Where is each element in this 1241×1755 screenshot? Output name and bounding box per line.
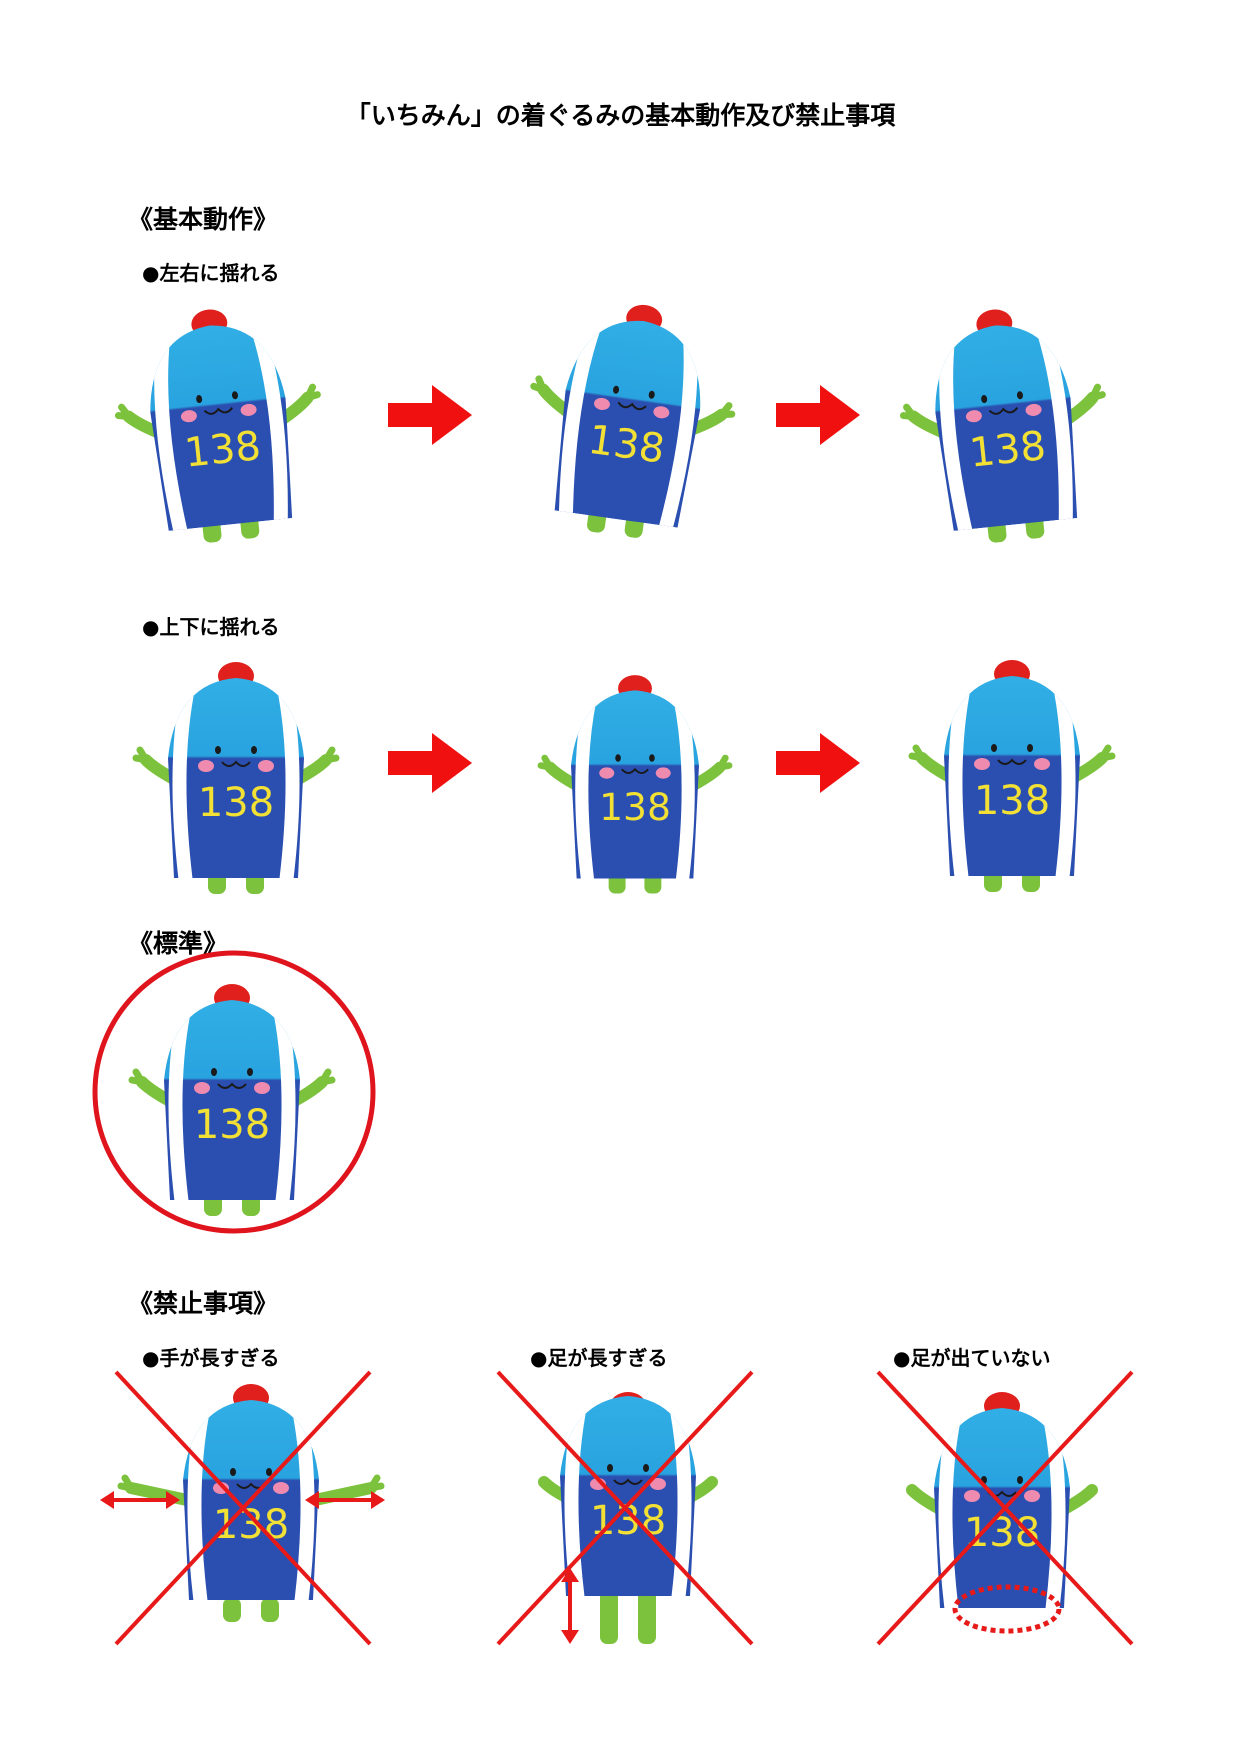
arrow-right-icon — [776, 385, 860, 445]
mascot-sway-right — [530, 290, 730, 545]
mascot-crouching — [535, 662, 735, 902]
prohibited-label-legs-not-showing: ●足が出ていない — [893, 1346, 1051, 1370]
double-arrow-vertical-icon — [561, 1568, 579, 1644]
prohibited-cross-icon — [876, 1370, 1134, 1646]
mascot-standing — [136, 648, 336, 903]
dotted-highlight-ellipse — [952, 1584, 1062, 1634]
mascot-sway-left-return — [905, 295, 1105, 550]
prohibited-cross-icon — [496, 1370, 754, 1646]
prohibited-cross-icon — [114, 1370, 372, 1646]
prohibited-label-arms-too-long: ●手が長すぎる — [142, 1346, 280, 1370]
mascot-standing-return — [912, 646, 1112, 901]
arrow-right-icon — [388, 733, 472, 793]
prohibited-label-legs-too-long: ●足が長すぎる — [530, 1346, 668, 1370]
arrow-right-icon — [388, 385, 472, 445]
section-heading-prohibited: 《禁止事項》 — [128, 1289, 279, 1318]
subheading-sway-up-down: ●上下に揺れる — [142, 615, 280, 639]
standard-highlight-circle — [92, 950, 376, 1234]
subheading-sway-left-right: ●左右に揺れる — [142, 261, 280, 285]
document-title: 「いちみん」の着ぐるみの基本動作及び禁止事項 — [345, 101, 896, 130]
mascot-sway-left — [120, 295, 320, 550]
double-arrow-left-icon — [100, 1491, 180, 1509]
double-arrow-right-icon — [305, 1491, 385, 1509]
section-heading-basic: 《基本動作》 — [128, 205, 279, 234]
mascot-standard — [132, 970, 332, 1225]
arrow-right-icon — [776, 733, 860, 793]
